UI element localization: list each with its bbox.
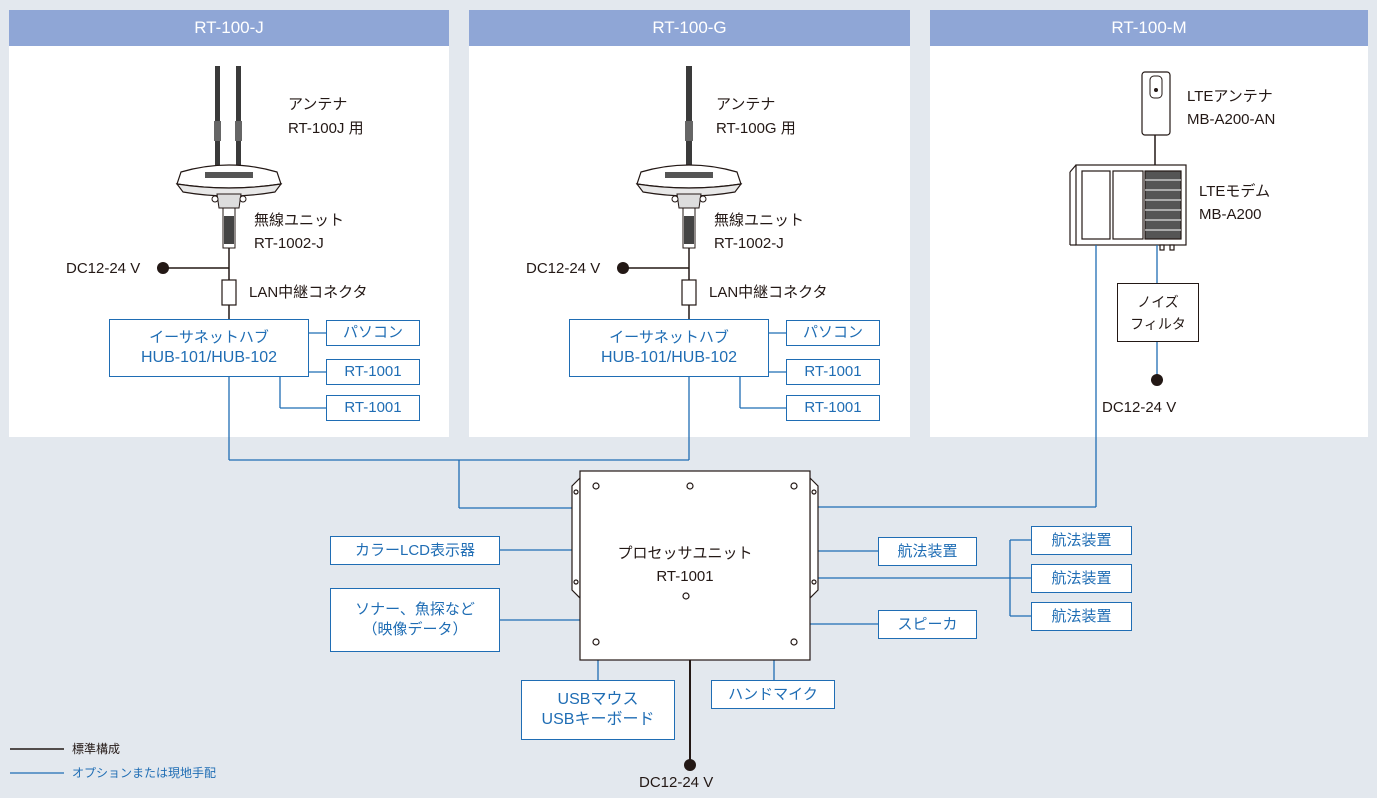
radio-unit-model-g: RT-1002-J	[714, 235, 784, 252]
pc-box-g: パソコン	[786, 320, 880, 346]
nav-box-2: 航法装置	[1031, 526, 1132, 555]
noise-filter-line2: フィルタ	[1130, 315, 1186, 332]
processor-unit-icon	[571, 470, 819, 661]
dc-label-g: DC12-24 V	[526, 260, 601, 277]
hub-label-line2-g: HUB-101/HUB-102	[600, 349, 738, 366]
rt1001-box-g-2: RT-1001	[786, 395, 880, 421]
usb-line1: USBマウス	[557, 691, 639, 708]
panel-title-rt-100-j: RT-100-J	[9, 10, 449, 46]
noise-filter-line1: ノイズ	[1137, 293, 1179, 310]
dc-label-j: DC12-24 V	[66, 260, 141, 277]
dc-point-j	[157, 262, 169, 274]
dc-point-bottom	[684, 759, 696, 771]
ethernet-hub-g: イーサネットハブ HUB-101/HUB-102	[569, 319, 769, 377]
lte-antenna-icon	[1141, 71, 1171, 136]
panel-title-rt-100-g: RT-100-G	[469, 10, 910, 46]
radio-unit-model-j: RT-1002-J	[254, 235, 324, 252]
dc-label-m: DC12-24 V	[1102, 399, 1177, 416]
antenna-model-j: RT-100J 用	[288, 120, 364, 137]
ethernet-hub-j: イーサネットハブ HUB-101/HUB-102	[109, 319, 309, 377]
nav-box-3: 航法装置	[1031, 564, 1132, 593]
dc-label-bottom: DC12-24 V	[639, 774, 714, 791]
nav-box-1: 航法装置	[878, 537, 977, 566]
radio-unit-label-j: 無線ユニット	[254, 212, 345, 229]
lte-modem-icon	[1069, 164, 1187, 251]
antenna-model-g: RT-100G 用	[716, 120, 796, 137]
sonar-box: ソナー、魚探など （映像データ）	[330, 588, 500, 652]
processor-model: RT-1001	[656, 568, 714, 585]
pc-box-j: パソコン	[326, 320, 420, 346]
lan-connector-g	[681, 279, 697, 306]
hub-label-line1-j: イーサネットハブ	[149, 329, 269, 346]
rt1001-box-j-2: RT-1001	[326, 395, 420, 421]
rt1001-box-g-1: RT-1001	[786, 359, 880, 385]
rt1001-box-j-1: RT-1001	[326, 359, 420, 385]
panel-title-rt-100-m: RT-100-M	[930, 10, 1368, 46]
lte-antenna-label: LTEアンテナ	[1187, 88, 1273, 105]
lte-modem-label: LTEモデム	[1199, 183, 1271, 200]
usb-line2: USBキーボード	[541, 711, 655, 728]
nav-box-4: 航法装置	[1031, 602, 1132, 631]
lte-antenna-model: MB-A200-AN	[1187, 111, 1276, 128]
sonar-line1: ソナー、魚探など	[355, 601, 475, 618]
antenna-label-j: アンテナ	[288, 96, 348, 113]
lan-connector-label-g: LAN中継コネクタ	[709, 284, 828, 301]
hand-mic-box: ハンドマイク	[711, 680, 835, 709]
dc-point-g	[617, 262, 629, 274]
lan-connector-j	[221, 279, 237, 306]
lte-modem-model: MB-A200	[1199, 206, 1262, 223]
noise-filter-box: ノイズ フィルタ	[1117, 283, 1199, 342]
legend-standard-label: 標準構成	[72, 742, 121, 756]
usb-box: USBマウス USBキーボード	[521, 680, 675, 740]
speaker-box: スピーカ	[878, 610, 977, 639]
hub-label-line2-j: HUB-101/HUB-102	[140, 349, 278, 366]
sonar-line2: （映像データ）	[362, 621, 468, 638]
dc-point-m	[1151, 374, 1163, 386]
lan-connector-label-j: LAN中継コネクタ	[249, 284, 368, 301]
legend-option-label: オプションまたは現地手配	[72, 766, 217, 780]
hub-label-line1-g: イーサネットハブ	[609, 329, 729, 346]
color-lcd-box: カラーLCD表示器	[330, 536, 500, 565]
processor-name: プロセッサユニット	[617, 545, 753, 562]
antenna-label-g: アンテナ	[716, 96, 776, 113]
radio-unit-label-g: 無線ユニット	[714, 212, 805, 229]
